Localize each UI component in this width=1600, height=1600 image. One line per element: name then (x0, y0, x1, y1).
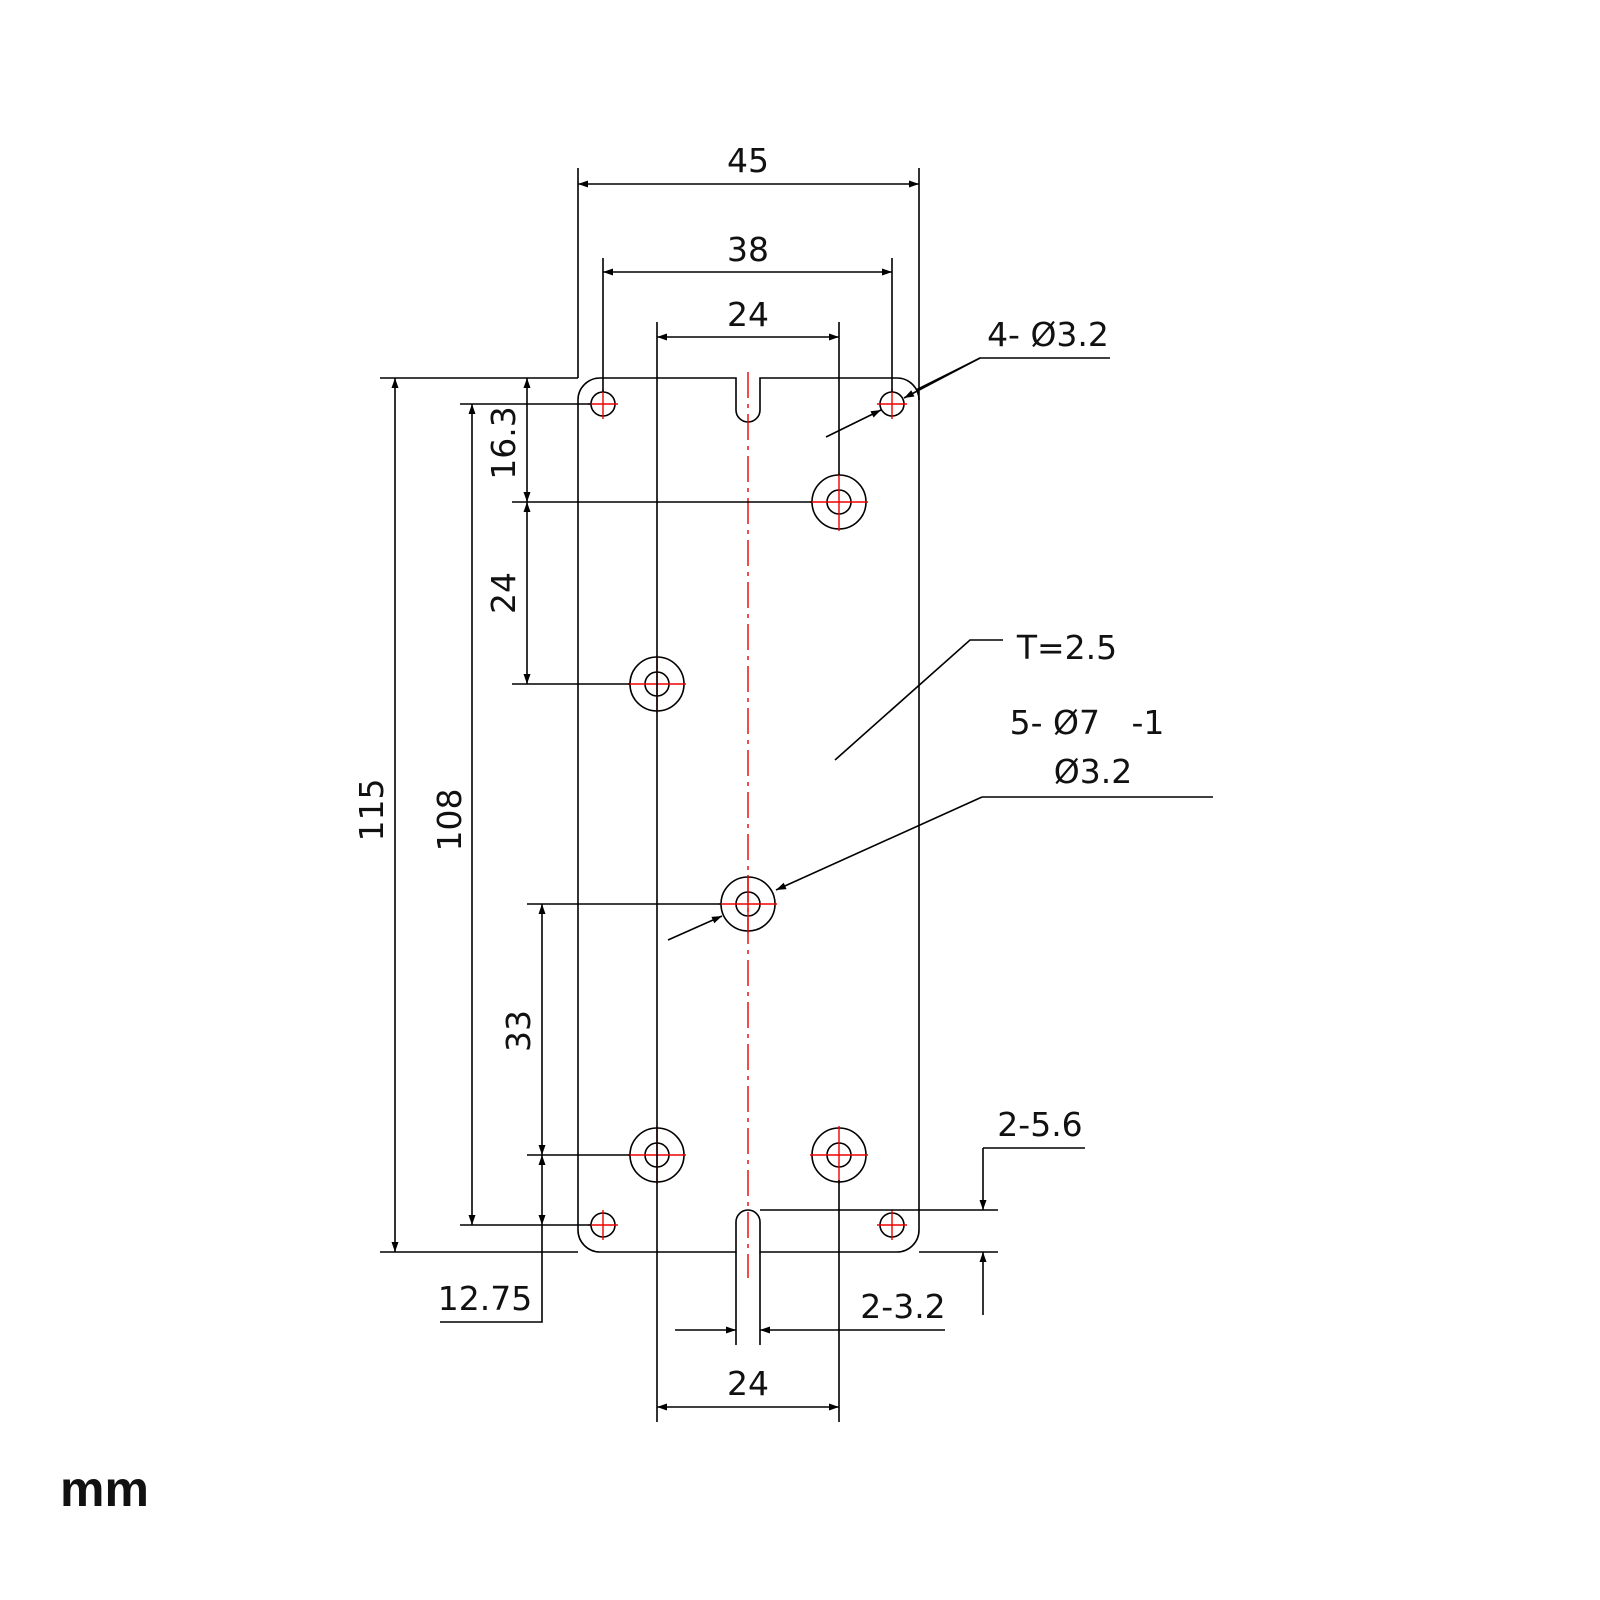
dim-slot-depth: 2-5.6 (997, 1105, 1082, 1144)
dim-top-offset: 16.3 (484, 406, 523, 479)
dim-slot-width: 2-3.2 (860, 1287, 945, 1326)
unit-label: mm (60, 1461, 149, 1517)
dim-width-bottom-holes: 24 (727, 1364, 769, 1403)
dim-bottom-offset: 12.75 (438, 1279, 532, 1318)
dim-height-overall: 115 (352, 779, 391, 842)
label-thickness: T=2.5 (1016, 628, 1117, 667)
plate-outline (577, 377, 920, 1253)
dim-width-top-holes: 24 (727, 295, 769, 334)
label-corner-holes: 4- Ø3.2 (987, 315, 1109, 354)
dim-top-spacing: 24 (484, 572, 523, 614)
dim-width-corner-holes: 38 (727, 230, 769, 269)
dim-height-corner-holes: 108 (430, 789, 469, 852)
extension-lines (380, 168, 998, 1422)
dimension-lines (391, 180, 1213, 1411)
dim-width-overall: 45 (727, 141, 769, 180)
dim-center-to-bottom: 33 (499, 1010, 538, 1052)
label-counterbore-holes: 5- Ø7 -1 (1010, 703, 1165, 742)
label-counterbore-through: Ø3.2 (1054, 752, 1132, 791)
